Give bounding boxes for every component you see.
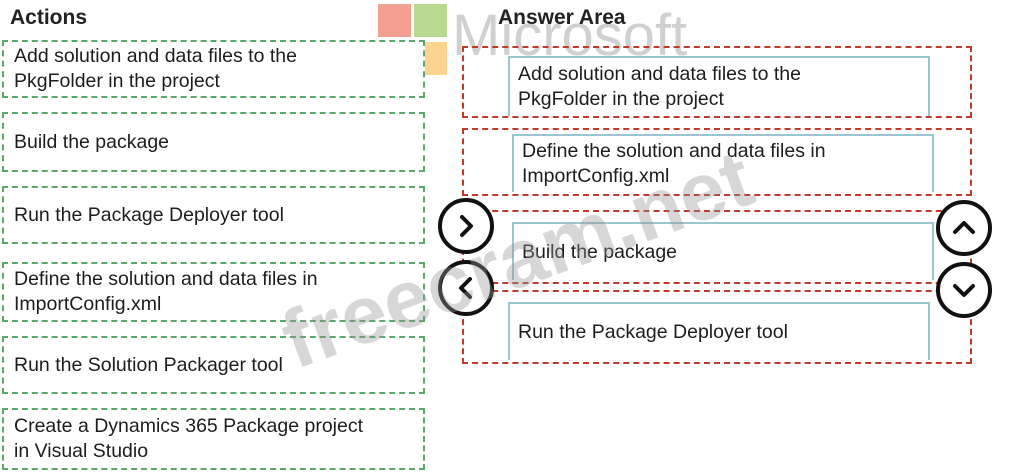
action-item-run-solution-packager[interactable]: Run the Solution Packager tool (2, 336, 425, 394)
move-right-button[interactable] (438, 198, 494, 254)
chevron-up-icon (953, 221, 975, 234)
action-item-line1: Run the Package Deployer tool (14, 203, 284, 226)
action-item-line2: PkgFolder in the project (14, 70, 220, 92)
chevron-right-icon (460, 215, 473, 237)
action-item-line1: Add solution and data files to the (14, 45, 297, 67)
answer-slot-2[interactable] (462, 128, 972, 196)
action-item-line2: in Visual Studio (14, 440, 149, 462)
action-item-line1: Define the solution and data files in (14, 268, 318, 290)
actions-heading: Actions (10, 6, 88, 29)
answer-item-line1: Run the Package Deployer tool (518, 320, 788, 343)
answer-item-line2: ImportConfig.xml (522, 165, 670, 187)
action-item-run-package-deployer[interactable]: Run the Package Deployer tool (2, 186, 425, 244)
answer-area-heading: Answer Area (498, 6, 626, 29)
action-item-build-package[interactable]: Build the package (2, 112, 425, 172)
move-up-button[interactable] (936, 200, 992, 256)
action-item-line1: Build the package (14, 130, 170, 153)
answer-slot-1[interactable] (462, 46, 972, 118)
logo-red-square (378, 4, 411, 37)
chevron-down-icon (953, 284, 975, 297)
logo-green-square (414, 4, 447, 37)
answer-item-line1: Build the package (522, 240, 678, 263)
answer-item-line2: PkgFolder in the project (518, 88, 724, 110)
move-down-button[interactable] (936, 262, 992, 318)
action-item-line2: ImportConfig.xml (14, 293, 162, 315)
action-item-line1: Run the Solution Packager tool (14, 353, 283, 376)
chevron-left-icon (459, 277, 472, 299)
answer-item-run-package-deployer[interactable]: Run the Package Deployer tool (508, 302, 930, 360)
answer-item-line1: Add solution and data files to the (518, 63, 801, 85)
action-item-create-package-project[interactable]: Create a Dynamics 365 Package project in … (2, 408, 425, 470)
answer-item-line1: Define the solution and data files in (522, 140, 826, 162)
answer-item-build-package[interactable]: Build the package (512, 222, 934, 280)
move-left-button[interactable] (438, 260, 494, 316)
action-item-line1: Create a Dynamics 365 Package project (14, 415, 364, 437)
answer-item-define-importconfig[interactable]: Define the solution and data files in Imp… (512, 134, 934, 192)
answer-slot-4[interactable] (462, 290, 972, 364)
action-item-define-importconfig[interactable]: Define the solution and data files in Imp… (2, 262, 425, 322)
